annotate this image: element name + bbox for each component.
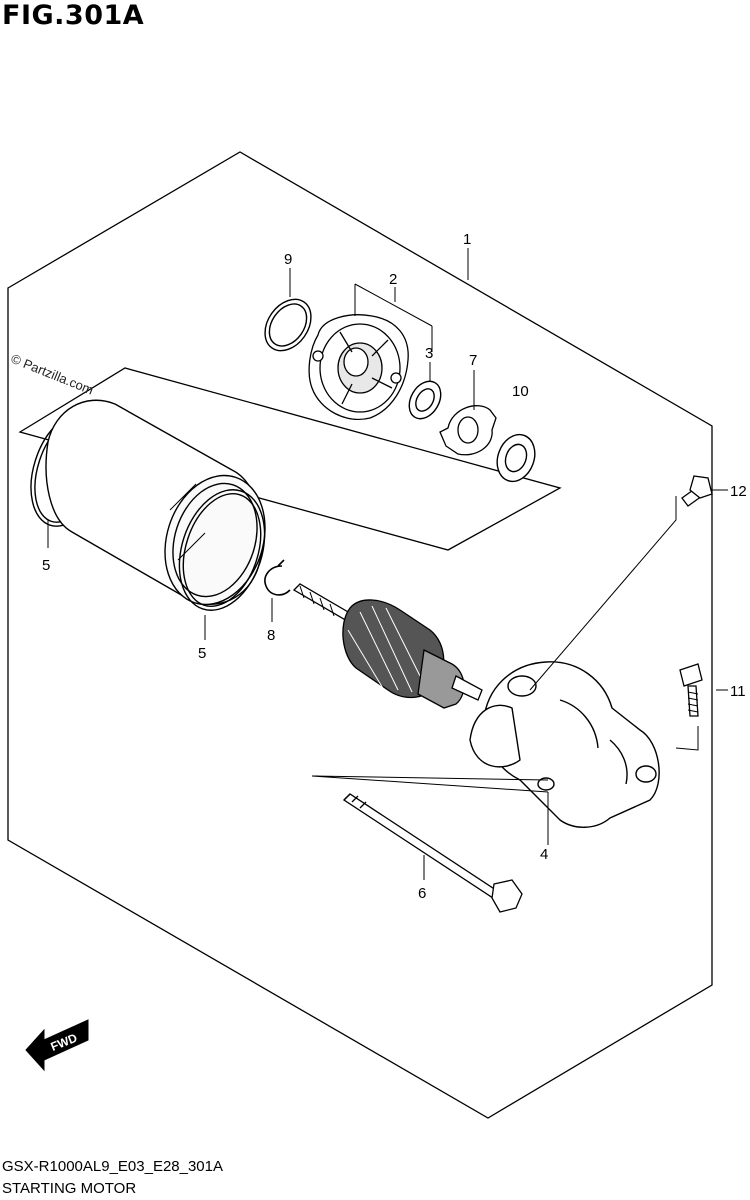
callout-5-left: 5 <box>42 557 50 574</box>
subassembly-outline <box>18 367 562 551</box>
callout-9: 9 <box>284 251 292 268</box>
diagram-code: GSX-R1000AL9_E03_E28_301A <box>2 1158 224 1175</box>
callout-11: 11 <box>730 683 746 700</box>
callout-8: 8 <box>267 627 275 644</box>
leader-11 <box>675 689 728 751</box>
armature <box>292 583 483 709</box>
callout-3: 3 <box>425 345 433 362</box>
part-12-bolt <box>681 475 713 507</box>
part-5-o-ring-right <box>178 489 266 611</box>
figure-title: FIG.301A <box>2 0 145 31</box>
assembly-outline <box>7 151 713 1119</box>
part-9-o-ring <box>264 298 312 352</box>
part-6-through-bolt <box>342 793 523 913</box>
callout-10: 10 <box>512 383 529 400</box>
part-7-lock-washer <box>439 405 497 456</box>
leader-2 <box>354 283 433 352</box>
callout-5-right: 5 <box>198 645 206 662</box>
forward-direction-arrow: FWD <box>25 1019 89 1072</box>
part-8-circlip <box>264 559 291 596</box>
callout-6: 6 <box>418 885 426 902</box>
leader-12 <box>529 489 728 691</box>
callout-2: 2 <box>389 271 397 288</box>
leader-4 <box>311 775 549 845</box>
yoke-housing <box>45 399 266 606</box>
part-10-washer <box>496 433 536 483</box>
part-11-bolt <box>679 663 703 717</box>
callout-12: 12 <box>730 483 747 500</box>
part-4-rear-bracket <box>469 661 660 828</box>
part-2-front-housing <box>308 314 409 420</box>
part-3-oil-seal <box>408 380 442 420</box>
callout-4: 4 <box>540 846 548 863</box>
callout-1: 1 <box>463 231 471 248</box>
assembly-name: STARTING MOTOR <box>2 1180 137 1197</box>
partzilla-watermark: © Partzilla.com <box>9 351 96 398</box>
callout-7: 7 <box>469 352 477 369</box>
